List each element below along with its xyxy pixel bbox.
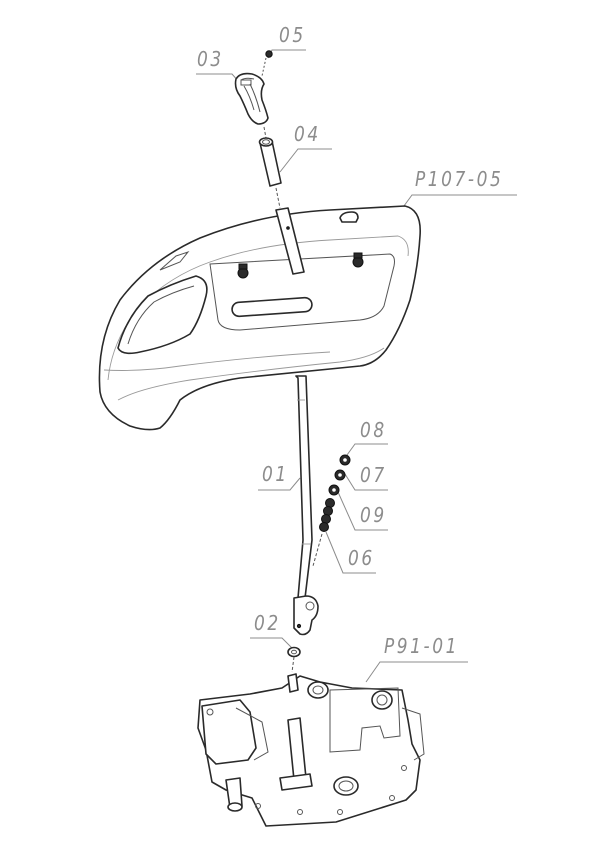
part-03-lever-knob xyxy=(234,72,269,125)
part-05-screw xyxy=(261,50,273,77)
part-06-friction-washers xyxy=(319,498,335,532)
part-04-sleeve xyxy=(258,137,282,187)
callout-01: 01 xyxy=(262,462,289,486)
callout-08: 08 xyxy=(360,418,387,442)
part-01-control-lever xyxy=(293,375,319,636)
part-08-nut xyxy=(339,454,351,466)
callout-06: 06 xyxy=(348,546,375,570)
callout-05: 05 xyxy=(279,23,306,47)
part-P91-01-control-valve-housing xyxy=(197,673,425,827)
callout-P107-05: P107-05 xyxy=(415,167,504,191)
callout-P91-01: P91-01 xyxy=(384,634,459,658)
part-09-spring-washer xyxy=(328,484,340,496)
part-07-washer xyxy=(334,469,346,481)
bolt-right xyxy=(352,252,364,268)
callout-02: 02 xyxy=(254,611,281,635)
callout-03: 03 xyxy=(197,47,224,71)
callout-07: 07 xyxy=(360,463,387,487)
callout-09: 09 xyxy=(360,503,387,527)
callout-04: 04 xyxy=(294,122,321,146)
part-02-washer xyxy=(287,646,301,658)
bolt-left xyxy=(237,263,249,279)
part-P107-05-console-cover xyxy=(98,205,422,431)
